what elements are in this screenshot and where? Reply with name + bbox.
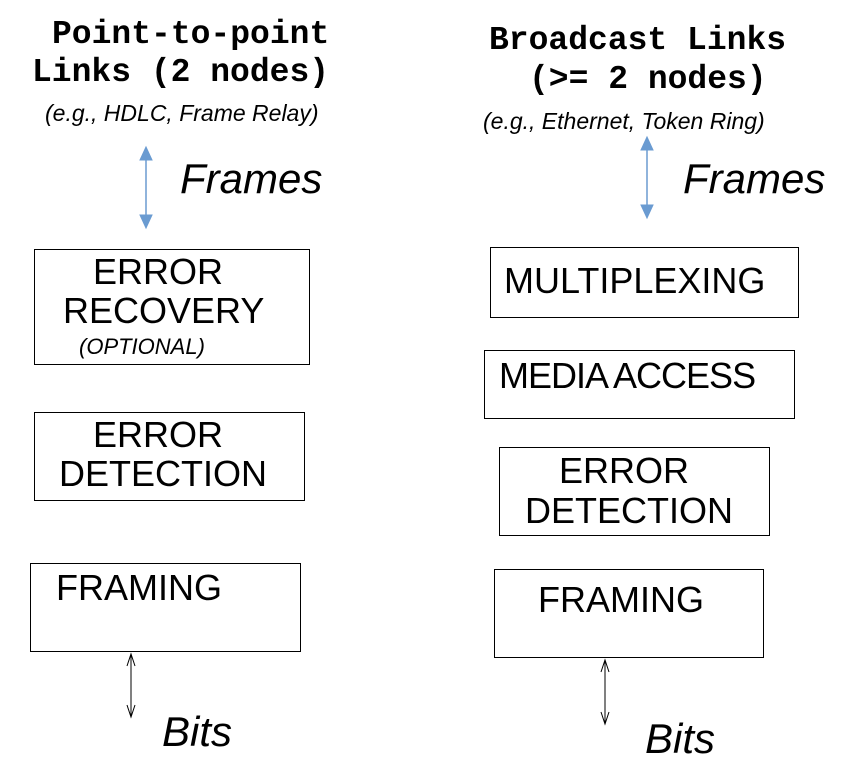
right-bits-label: Bits xyxy=(645,715,716,762)
right-framing-box: FRAMING xyxy=(494,569,764,658)
left-frames-label: Frames xyxy=(180,155,323,202)
box-line: DETECTION xyxy=(59,453,268,494)
left-title-line2: Links (2 nodes) xyxy=(32,54,330,91)
right-example: (e.g., Ethernet, Token Ring) xyxy=(483,108,765,134)
box-line: ERROR xyxy=(559,450,690,491)
left-error-detection-box: ERROR DETECTION xyxy=(34,412,305,501)
box-line: FRAMING xyxy=(538,579,704,620)
right-title-line2: (>= 2 nodes) xyxy=(529,61,767,98)
left-frames-arrow xyxy=(139,145,153,230)
left-error-recovery-box: ERROR RECOVERY (OPTIONAL) xyxy=(34,249,310,365)
box-line: RECOVERY xyxy=(63,290,265,331)
left-bits-arrow xyxy=(126,652,136,719)
box-line: DETECTION xyxy=(525,490,734,531)
box-line: ERROR xyxy=(93,251,224,292)
right-media-access-box: MEDIA ACCESS xyxy=(484,350,795,419)
right-frames-arrow xyxy=(640,135,654,220)
right-title-line1: Broadcast Links xyxy=(489,22,787,59)
left-bits-label: Bits xyxy=(162,708,233,755)
box-line: MEDIA ACCESS xyxy=(499,355,756,396)
box-line: ERROR xyxy=(93,414,224,455)
right-frames-label: Frames xyxy=(683,155,826,202)
left-framing-box: FRAMING xyxy=(30,563,301,652)
right-multiplexing-box: MULTIPLEXING xyxy=(490,247,799,318)
left-title-line1: Point-to-point xyxy=(52,16,330,53)
right-bits-arrow xyxy=(600,658,610,726)
box-line: MULTIPLEXING xyxy=(504,260,766,301)
right-error-detection-box: ERROR DETECTION xyxy=(499,447,770,536)
box-line: FRAMING xyxy=(56,567,222,608)
left-example: (e.g., HDLC, Frame Relay) xyxy=(45,100,319,126)
optional-note: (OPTIONAL) xyxy=(79,334,205,359)
